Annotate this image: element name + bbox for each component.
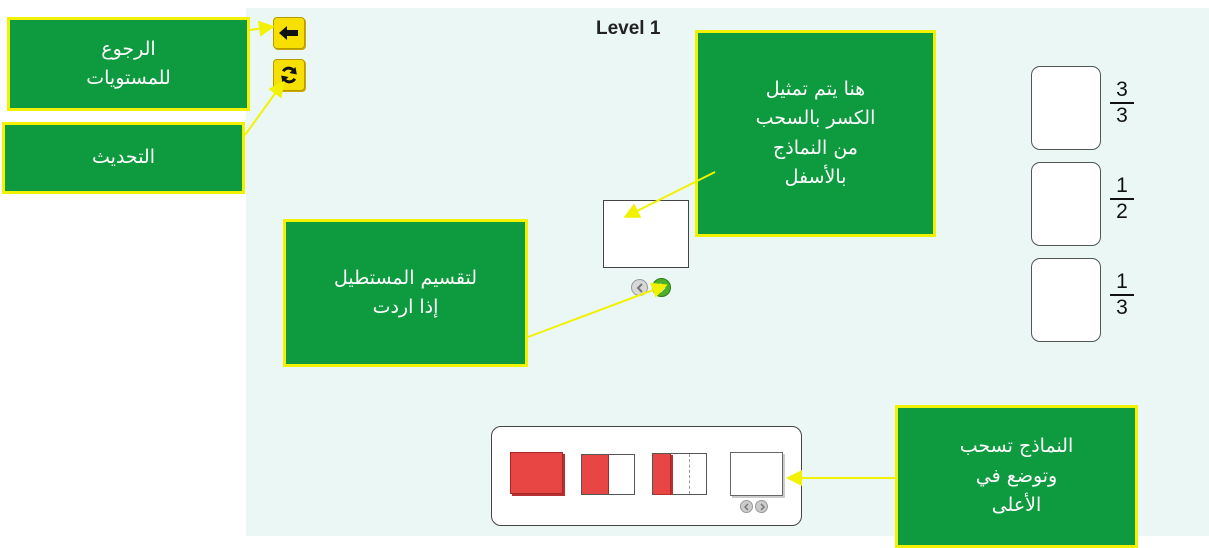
level-title: Level 1 — [596, 18, 661, 39]
left-arrow-icon — [279, 26, 298, 40]
callout-refresh: التحديث — [2, 122, 245, 194]
model-previous-button[interactable] — [740, 500, 753, 513]
model-blank[interactable] — [730, 452, 783, 496]
model-next-button[interactable] — [755, 500, 768, 513]
model-third[interactable] — [652, 453, 707, 495]
fraction-drop-box-1[interactable] — [1031, 66, 1101, 150]
refresh-icon — [281, 66, 297, 84]
callout-back-levels: الرجوع للمستويات — [7, 17, 250, 111]
chevron-left-icon — [743, 502, 749, 511]
divide-previous-button[interactable] — [631, 279, 648, 296]
callout-divide: لتقسيم المستطيل إذا اردت — [283, 219, 528, 367]
model-half[interactable] — [581, 454, 635, 495]
target-rectangle[interactable] — [603, 200, 689, 268]
back-button[interactable] — [273, 17, 305, 49]
fraction-drop-box-3[interactable] — [1031, 258, 1101, 342]
refresh-button[interactable] — [273, 59, 305, 91]
model-whole[interactable] — [510, 452, 563, 494]
chevron-right-icon — [759, 502, 765, 511]
callout-representation: هنا يتم تمثيل الكسر بالسحب من النماذج با… — [695, 30, 936, 237]
chevron-left-icon — [636, 282, 643, 293]
callout-models: النماذج تسحب وتوضع في الأعلى — [895, 405, 1138, 548]
fraction-drop-box-2[interactable] — [1031, 162, 1101, 246]
divide-next-button[interactable] — [652, 278, 671, 297]
chevron-right-icon — [658, 282, 665, 293]
